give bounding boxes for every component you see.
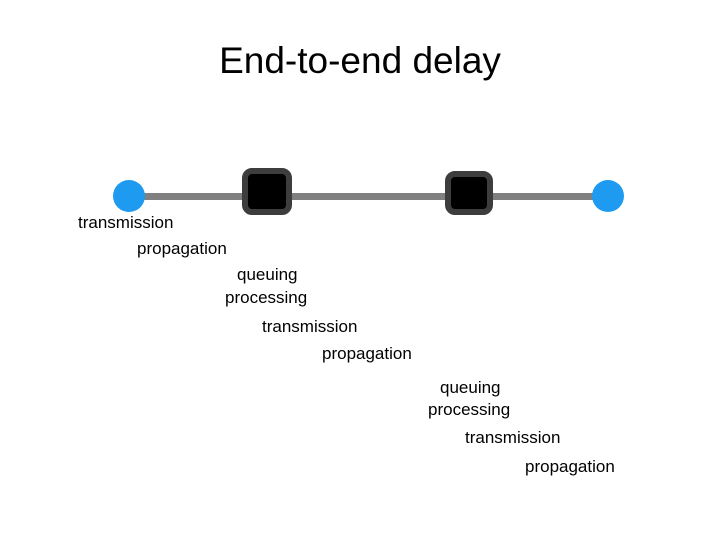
delay-label-propagation: propagation	[137, 239, 227, 258]
delay-label-transmission: transmission	[78, 213, 174, 232]
delay-label-processing: processing	[225, 288, 308, 307]
delay-label-processing: processing	[428, 400, 511, 419]
destination-host-node-icon	[592, 180, 624, 212]
delay-label-propagation: propagation	[322, 344, 412, 363]
delay-label-transmission: transmission	[262, 317, 358, 336]
slide-title: End-to-end delay	[219, 40, 501, 81]
network-link-line	[128, 193, 612, 200]
router-node-icon	[242, 168, 292, 215]
delay-label-propagation: propagation	[525, 457, 615, 476]
router-node-icon	[445, 171, 493, 215]
source-host-node-icon	[113, 180, 145, 212]
delay-label-transmission: transmission	[465, 428, 561, 447]
delay-label-queuing: queuing	[237, 265, 298, 284]
delay-label-queuing: queuing	[440, 378, 501, 397]
